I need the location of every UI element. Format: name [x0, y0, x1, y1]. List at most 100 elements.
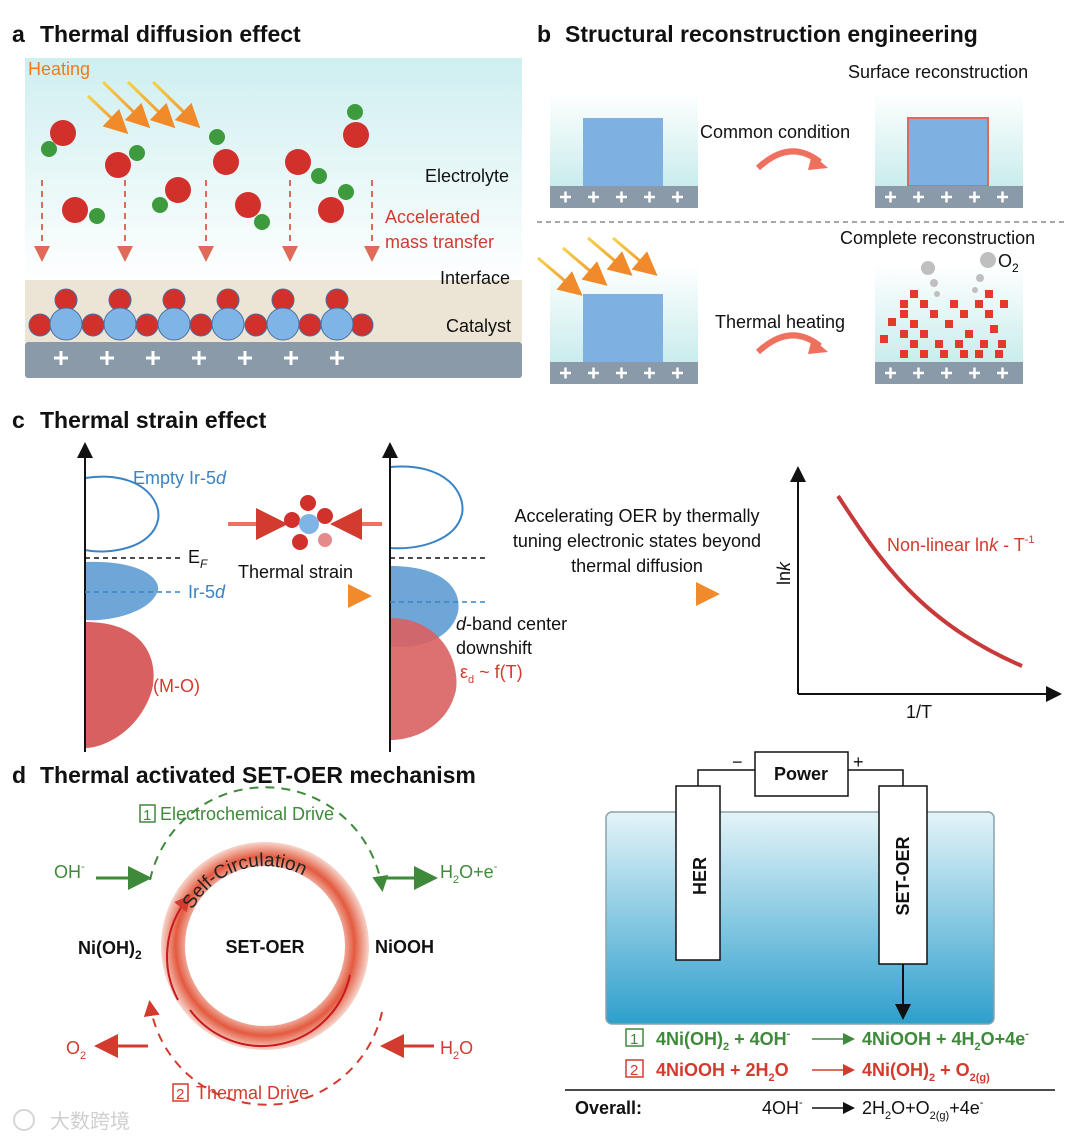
- thermal-drive-label: Thermal Drive: [196, 1083, 309, 1103]
- plot-x-label: 1/T: [906, 702, 932, 722]
- empty-ir5d-band: [84, 475, 160, 553]
- thermal-arrow-head: [808, 338, 828, 354]
- eq1-left: 4Ni(OH)2 + 4OH-: [656, 1028, 791, 1053]
- cell-thermal-after: [875, 264, 1023, 364]
- catalyst-block: [583, 118, 663, 186]
- ir5d-band: [85, 561, 159, 621]
- eq2-right: 4Ni(OH)2 + O2(g): [862, 1060, 990, 1084]
- mo-band-2: [390, 618, 457, 740]
- nonlinear-label: Non-linear lnk - T-1: [887, 534, 1035, 555]
- electro-drive-arc: [149, 786, 389, 892]
- eq1-right: 4NiOOH + 4H2O+4e-: [862, 1028, 1029, 1053]
- heating-arrows: [86, 80, 201, 135]
- mo-label: (M-O): [153, 676, 200, 696]
- panel-c: c Thermal strain effect Empty Ir-5d EF I…: [12, 407, 1062, 752]
- thermal-strain-label: Thermal strain: [238, 562, 353, 582]
- accel-line-1: Accelerating OER by thermally: [514, 506, 759, 526]
- eq2-number: 2: [630, 1062, 638, 1079]
- eq1-box: [625, 1028, 644, 1047]
- catalyst-label: Catalyst: [446, 316, 511, 336]
- plus-sign: +: [853, 752, 864, 772]
- empty-ir5d-band-2: [389, 465, 464, 550]
- surface-recon-label: Surface reconstruction: [848, 62, 1028, 82]
- set-oer-center-label: SET-OER: [225, 937, 304, 957]
- interface-label: Interface: [440, 268, 510, 288]
- complete-recon-label: Complete reconstruction: [840, 228, 1035, 248]
- electrolyte-label: Electrolyte: [425, 166, 509, 186]
- nioh2-label: Ni(OH)2: [78, 938, 142, 962]
- heating-label: Heating: [28, 59, 90, 79]
- step1-box: [139, 804, 156, 823]
- thermal-drive-arc: [143, 1000, 383, 1106]
- step2-number: 2: [176, 1086, 184, 1103]
- eq1-number: 1: [630, 1031, 638, 1048]
- niooh-label: NiOOH: [375, 937, 434, 957]
- inner-circulation-arc: [189, 974, 351, 1048]
- common-condition-label: Common condition: [700, 122, 850, 142]
- substrate-bar: [25, 342, 522, 378]
- her-label: HER: [690, 857, 710, 895]
- overall-right: 2H2O+O2(g)+4e-: [862, 1097, 984, 1122]
- catalyst-atoms: [28, 288, 374, 341]
- thermal-heating-label: Thermal heating: [715, 312, 845, 332]
- ir5d-label: Ir-5d: [188, 582, 226, 602]
- set-oer-electrode: [878, 785, 928, 965]
- plus-charges-a: [54, 351, 344, 365]
- minus-sign: −: [732, 752, 743, 772]
- panel-a-letter: a: [12, 21, 25, 47]
- reconstructed-particles: [880, 290, 1008, 358]
- downshift-label: downshift: [456, 638, 532, 658]
- water-molecules: [41, 104, 369, 230]
- common-arrow-head: [808, 154, 828, 170]
- electrolyte-tank: [605, 811, 995, 1025]
- power-label: Power: [774, 764, 828, 784]
- accel-line-3: thermal diffusion: [571, 556, 703, 576]
- h2o-in-label: H2O: [440, 1038, 473, 1062]
- heating-arrows-b: [537, 236, 658, 296]
- plot-y-label: lnk: [774, 561, 794, 585]
- o2-subscript: 2: [1012, 261, 1019, 275]
- dband-label: d-band center: [456, 614, 567, 634]
- step2-box: [172, 1083, 189, 1102]
- o2-bubbles: [921, 252, 996, 297]
- panel-a-title: Thermal diffusion effect: [40, 21, 301, 47]
- catalyst-block: [583, 294, 663, 362]
- h2o-e-label: H2O+e-: [440, 861, 498, 886]
- overall-label: Overall:: [575, 1098, 642, 1118]
- nonlinear-curve: [836, 494, 1023, 668]
- panel-b-title: Structural reconstruction engineering: [565, 21, 978, 47]
- oh-label: OH-: [54, 861, 85, 882]
- ring-center: [185, 866, 345, 1026]
- panel-b-letter: b: [537, 21, 551, 47]
- power-supply: [754, 751, 849, 797]
- panel-d-title: Thermal activated SET-OER mechanism: [40, 762, 476, 788]
- inner-circulation-arrow: [166, 894, 191, 1001]
- eps-label: εd ~ f(T): [460, 662, 523, 686]
- panel-a: a Thermal diffusion effect Heating: [12, 21, 522, 378]
- mo-band: [85, 622, 154, 748]
- mass-transfer-label: mass transfer: [385, 232, 494, 252]
- her-electrode: [675, 785, 721, 961]
- eq2-left: 4NiOOH + 2H2O: [656, 1060, 789, 1084]
- plus-charges-b: [560, 191, 1008, 379]
- empty-ir5d-label: Empty Ir-5d: [133, 468, 227, 488]
- panel-c-title: Thermal strain effect: [40, 407, 267, 433]
- watermark-logo: [13, 1109, 35, 1131]
- overall-left: 4OH-: [762, 1097, 803, 1118]
- o2-label: O: [998, 251, 1012, 271]
- electro-drive-label: Electrochemical Drive: [160, 804, 334, 824]
- accel-line-2: tuning electronic states beyond: [513, 531, 761, 551]
- set-oer-electrode-label: SET-OER: [893, 836, 913, 915]
- panel-d: d Thermal activated SET-OER mechanism 1 …: [12, 751, 1055, 1122]
- watermark-text: 大数跨境: [50, 1110, 130, 1133]
- step1-number: 1: [143, 807, 151, 824]
- panel-b: b Structural reconstruction engineering …: [537, 21, 1065, 384]
- octahedron-molecule: [284, 495, 333, 550]
- o2-out-label: O2: [66, 1038, 86, 1062]
- ef-label: EF: [188, 547, 208, 571]
- watermark: 大数跨境: [13, 1109, 130, 1133]
- panel-c-letter: c: [12, 407, 25, 433]
- mass-transfer-arrows: [34, 180, 380, 262]
- eq2-box: [625, 1059, 644, 1078]
